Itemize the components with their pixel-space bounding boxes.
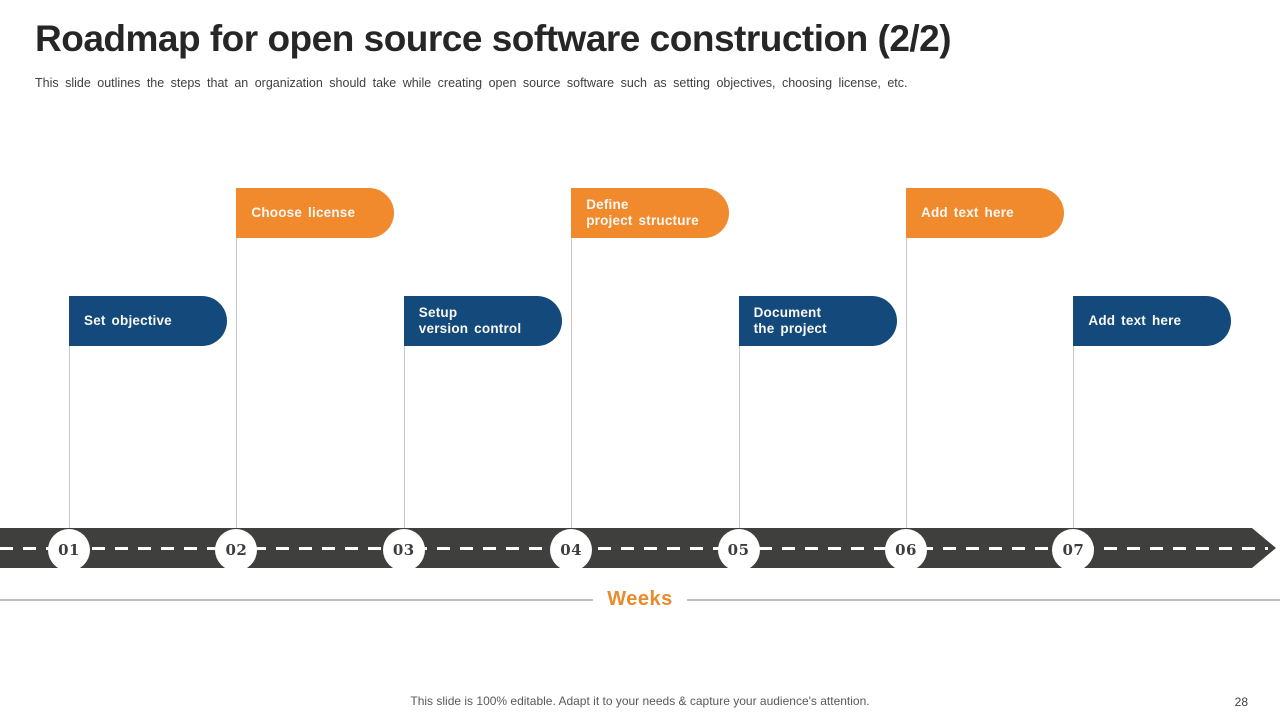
milestone-connector-01: [69, 346, 70, 530]
milestone-connector-05: [738, 346, 740, 530]
milestone-number-06: 06: [885, 529, 927, 571]
page-title: Roadmap for open source software constru…: [35, 18, 952, 59]
timeline-dashed-line: [0, 547, 1268, 550]
milestone-label-07[interactable]: Add text here: [1073, 296, 1232, 346]
milestone-number-02: 02: [215, 529, 258, 571]
milestone-number-05: 05: [717, 529, 760, 571]
footer-note: This slide is 100% editable. Adapt it to…: [410, 694, 870, 708]
axis-label-row: Weeks: [0, 588, 1280, 611]
milestone-label-03[interactable]: Setup version control: [403, 296, 562, 346]
milestone-number-07: 07: [1052, 529, 1095, 571]
milestone-number-04: 04: [550, 529, 593, 571]
milestone-label-05[interactable]: Document the project: [738, 296, 897, 346]
milestone-label-02[interactable]: Choose license: [236, 188, 395, 238]
slide-subtitle: This slide outlines the steps that an or…: [35, 76, 908, 90]
milestone-label-01[interactable]: Set objective: [69, 296, 227, 346]
milestone-connector-02: [236, 238, 238, 530]
milestone-number-01: 01: [48, 529, 90, 571]
milestone-number-03: 03: [382, 529, 425, 571]
milestone-connector-07: [1073, 346, 1075, 530]
page-number: 28: [1234, 695, 1248, 709]
axis-label: Weeks: [607, 588, 673, 610]
milestone-connector-04: [571, 238, 573, 530]
milestone-connector-03: [403, 346, 405, 530]
milestone-connector-06: [906, 238, 907, 530]
milestone-label-04[interactable]: Define project structure: [571, 188, 730, 238]
milestone-label-06[interactable]: Add text here: [906, 188, 1064, 238]
axis-rule-right: [686, 598, 1280, 601]
axis-rule-left: [0, 598, 594, 601]
